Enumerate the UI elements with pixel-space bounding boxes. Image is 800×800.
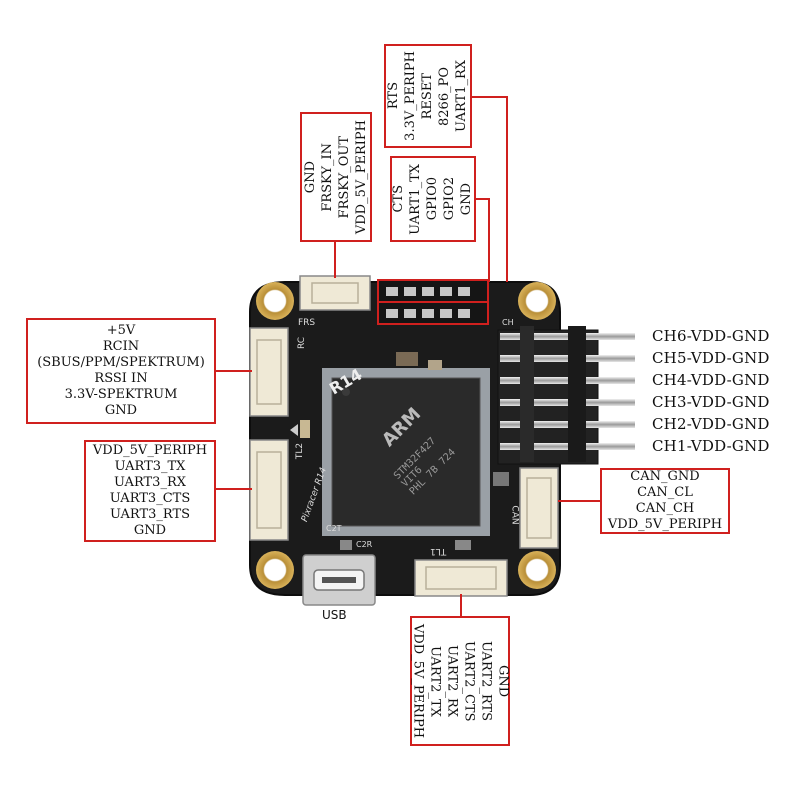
frs-connector xyxy=(299,275,371,311)
tl2-connector xyxy=(249,439,289,541)
pin-frsky-in: FRSKY_IN xyxy=(319,142,335,212)
leader-top-right-c xyxy=(476,198,490,200)
pin-gnd: GND xyxy=(302,160,318,194)
pin-uart3-tx: UART3_TX xyxy=(114,459,186,474)
pin-vdd-5v-4: VDD_5V_PERIPH xyxy=(410,623,426,739)
label-uart1-b: CTS UART1_TX GPIO0 GPIO2 GND xyxy=(390,156,476,242)
pin-uart3-cts: UART3_CTS xyxy=(109,491,191,506)
silk-c2r: C2R xyxy=(356,540,373,549)
label-can: CAN_GND CAN_CL CAN_CH VDD_5V_PERIPH xyxy=(600,468,730,534)
pin-can-cl: CAN_CL xyxy=(637,485,693,500)
can-connector xyxy=(519,467,559,549)
channel-label-ch2: CH2-VDD-GND xyxy=(652,415,770,433)
pin-cts: CTS xyxy=(391,185,406,213)
pin-uart2-cts: UART2_CTS xyxy=(461,640,477,722)
label-rcin: +5V RCIN (SBUS/PPM/SPEKTRUM) RSSI IN 3.3… xyxy=(26,318,216,424)
pin-rcin: RCIN xyxy=(102,339,140,354)
pin-rts: RTS xyxy=(386,82,401,110)
pin-uart2-tx: UART2_TX xyxy=(427,645,443,717)
pin-vdd-5v: VDD_5V_PERIPH xyxy=(353,119,369,235)
pin-uart2-rx: UART2_RX xyxy=(444,645,460,717)
channel-label-ch4: CH4-VDD-GND xyxy=(652,371,770,389)
mount-hole-bl xyxy=(256,551,294,589)
label-uart3: VDD_5V_PERIPH UART3_TX UART3_RX UART3_CT… xyxy=(84,440,216,542)
pin-rcin-protocols: (SBUS/PPM/SPEKTRUM) xyxy=(37,355,205,370)
label-uart2: VDD_5V_PERIPH UART2_TX UART2_RX UART2_CT… xyxy=(410,616,511,746)
pin-3v3-spektrum: 3.3V-SPEKTRUM xyxy=(64,387,178,402)
label-frsky: GND FRSKY_IN FRSKY_OUT VDD_5V_PERIPH xyxy=(300,112,372,242)
pin-uart3-rx: UART3_RX xyxy=(114,475,186,490)
pin-gnd-5: GND xyxy=(495,664,511,698)
leader-top-right-a xyxy=(470,96,508,98)
leader-left-bottom xyxy=(214,488,252,490)
pin-vdd-5v-2: VDD_5V_PERIPH xyxy=(92,443,208,458)
mount-hole-tl xyxy=(256,282,294,320)
servo-pins xyxy=(500,333,635,450)
mount-hole-tr xyxy=(518,282,556,320)
pin-gpio0: GPIO0 xyxy=(425,177,440,221)
tl1-connector xyxy=(414,559,508,597)
usb-label: USB xyxy=(322,608,347,622)
pin-rssi-in: RSSI IN xyxy=(94,371,148,386)
channel-label-ch3: CH3-VDD-GND xyxy=(652,393,770,411)
pin-reset: RESET xyxy=(420,72,435,120)
pin-can-gnd: CAN_GND xyxy=(630,469,700,484)
silk-c2t: C2T xyxy=(326,524,342,533)
silk-can: CAN xyxy=(509,505,520,525)
channel-label-ch5: CH5-VDD-GND xyxy=(652,349,770,367)
silk-rc: RC xyxy=(297,336,308,350)
pin-gnd-4: GND xyxy=(133,523,167,538)
channel-label-ch1: CH1-VDD-GND xyxy=(652,437,770,455)
pin-vdd-5v-3: VDD_5V_PERIPH xyxy=(607,517,723,532)
leader-top-mid xyxy=(334,242,336,278)
channel-label-ch6: CH6-VDD-GND xyxy=(652,327,770,345)
pin-gpio2: GPIO2 xyxy=(442,177,457,221)
top-header-pins xyxy=(386,287,470,318)
pin-gnd-3: GND xyxy=(104,403,138,418)
pin-frsky-out: FRSKY_OUT xyxy=(336,135,352,219)
label-uart1-a: RTS 3.3V_PERIPH RESET 8266_PO UART1_RX xyxy=(384,44,472,148)
silk-frs: FRS xyxy=(298,318,316,328)
pin-uart1-tx: UART1_TX xyxy=(408,163,423,235)
pin-3v3-periph: 3.3V_PERIPH xyxy=(403,51,418,141)
pin-uart3-rts: UART3_RTS xyxy=(109,507,191,522)
pin-5v: +5V xyxy=(106,323,136,338)
leader-left-top xyxy=(214,370,252,372)
silk-tl2: TL2 xyxy=(295,442,306,460)
pin-8266-po: 8266_PO xyxy=(437,66,452,126)
leader-right-can xyxy=(558,500,602,502)
silk-ch: CH xyxy=(502,318,514,327)
leader-top-right-b xyxy=(506,96,508,282)
mcu-chip xyxy=(331,377,481,527)
pin-can-ch: CAN_CH xyxy=(635,501,695,516)
rc-connector xyxy=(249,327,289,417)
mount-hole-br xyxy=(518,551,556,589)
pin-gnd-2: GND xyxy=(459,182,474,216)
pin-uart2-rts: UART2_RTS xyxy=(478,640,494,722)
silk-tl1: TL1 xyxy=(430,546,447,556)
pin-uart1-rx: UART1_RX xyxy=(454,60,469,132)
leader-bottom xyxy=(460,594,462,618)
leader-top-right-d xyxy=(488,198,490,282)
